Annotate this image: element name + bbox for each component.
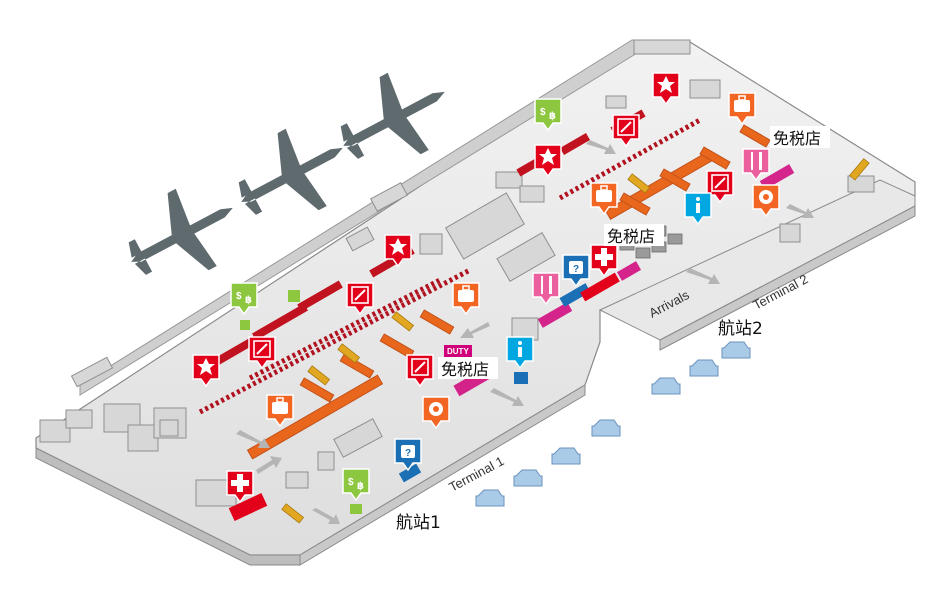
lost-and-found-icon: ? [394, 438, 422, 472]
lost-and-found-icon: ? [562, 254, 590, 288]
map-labels: Terminal 1 Terminal 2 Arrivals 航站1 航站2 免… [396, 126, 830, 533]
flower-shop-icon [422, 396, 450, 430]
aircraft-group [128, 72, 445, 275]
terminal2-side-wall [659, 205, 916, 351]
taxi-icon [591, 419, 621, 437]
svg-text:$: $ [236, 291, 242, 302]
duty-free-label: 免税店 [607, 227, 655, 246]
svg-text:฿: ฿ [357, 481, 364, 492]
terminal1-side-wall [299, 384, 586, 566]
svg-text:?: ? [405, 448, 411, 459]
security-lanes [198, 117, 702, 415]
taxi-icon [513, 469, 543, 487]
taxi-icon [721, 341, 751, 359]
security-check-icon [248, 336, 276, 370]
pharmacy-star-icon [652, 72, 680, 106]
duty-free-label: 免税店 [773, 129, 821, 148]
duty-free-label-box [770, 126, 830, 148]
airplane-icon [238, 128, 343, 215]
taxi-icon [475, 489, 505, 507]
poi-markers: $฿$฿$฿?? [192, 72, 780, 504]
duty-free-label: 免税店 [441, 360, 489, 379]
terminal2-cn-label: 航站2 [718, 319, 763, 339]
taxi-icon [551, 447, 581, 465]
taxi-queue [475, 341, 751, 507]
currency-exchange-icon: $฿ [230, 282, 258, 316]
taxi-icon [689, 359, 719, 377]
currency-exchange-icon: $฿ [342, 468, 370, 502]
svg-text:?: ? [573, 264, 579, 275]
pharmacy-star-icon [384, 234, 412, 268]
baggage-icon [266, 394, 294, 428]
baggage-icon [728, 92, 756, 126]
duty-free-label-box [438, 357, 498, 379]
security-check-icon [406, 354, 434, 388]
pharmacy-star-icon [192, 354, 220, 388]
svg-text:฿: ฿ [245, 295, 252, 306]
baggage-icon [590, 182, 618, 216]
escalators [281, 158, 870, 524]
building-blocks [39, 39, 875, 507]
gate-piers [246, 124, 771, 460]
svg-text:฿: ฿ [549, 111, 556, 122]
security-check-icon [612, 114, 640, 148]
duty-free-label-box [604, 224, 664, 246]
restaurant-icon [532, 272, 560, 306]
first-aid-icon [226, 470, 254, 504]
terminal2-floor-slab [598, 179, 916, 341]
pharmacy-star-icon [534, 144, 562, 178]
duty-sign-text: DUTY [447, 347, 469, 356]
svg-text:$: $ [540, 107, 546, 118]
direction-arrows [236, 140, 814, 524]
svg-text:$: $ [348, 477, 354, 488]
terminal1-cn-label: 航站1 [396, 513, 441, 533]
information-icon [506, 336, 534, 370]
security-check-icon [346, 282, 374, 316]
information-icon [684, 192, 712, 226]
currency-exchange-icon: $฿ [534, 98, 562, 132]
restaurant-icon [742, 148, 770, 182]
flower-shop-icon [752, 184, 780, 218]
baggage-icon [452, 282, 480, 316]
green-floor-patch [240, 290, 362, 514]
blue-floor-patches [398, 283, 591, 483]
duty-sign [444, 345, 472, 357]
first-aid-icon [590, 244, 618, 278]
airplane-icon [340, 72, 445, 159]
red-floor-patch [228, 272, 620, 521]
airplane-icon [128, 188, 233, 275]
taxi-icon [651, 377, 681, 395]
